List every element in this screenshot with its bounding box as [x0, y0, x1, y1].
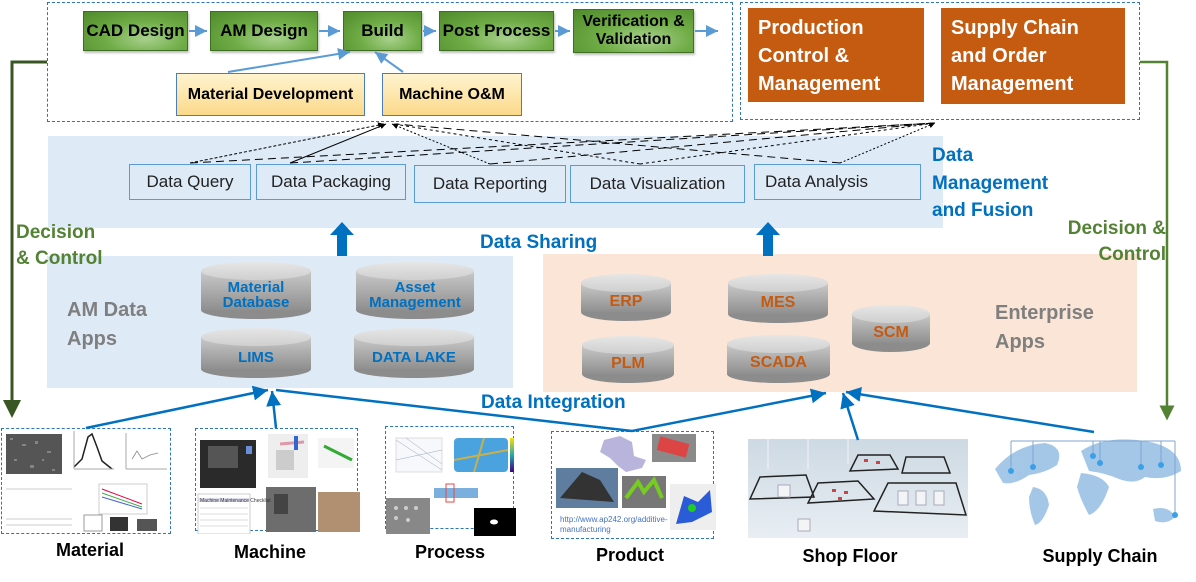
function-label: Data Reporting [432, 174, 548, 193]
step-label: Build [361, 21, 404, 41]
source-label-material: Material [55, 540, 125, 560]
shop-floor-thumbnail [748, 439, 968, 538]
step-label: CAD Design [86, 21, 185, 41]
step-verification-validation[interactable]: Verification & Validation [573, 9, 694, 53]
step-cad-design[interactable]: CAD Design [83, 11, 188, 51]
step-label: Verification & Validation [582, 12, 685, 48]
db-label: Asset Management [369, 278, 461, 311]
supply-chain-order-management[interactable]: Supply Chain and Order Management [941, 8, 1125, 104]
curve-plot [73, 432, 113, 470]
input-label: Material Development [187, 85, 354, 103]
sys-mes[interactable]: MES [728, 274, 828, 323]
db-lims[interactable]: LIMS [201, 328, 311, 378]
step-post-process[interactable]: Post Process [439, 11, 554, 51]
source-label-supply-chain: Supply Chain [1042, 546, 1158, 566]
melt-pool-image [386, 498, 430, 534]
data-query-box[interactable]: Data Query [129, 164, 251, 200]
db-data-lake[interactable]: DATA LAKE [354, 328, 474, 378]
data-visualization-box[interactable]: Data Visualization [570, 165, 745, 203]
data-sharing-label: Data Sharing [480, 232, 598, 253]
step-label: AM Design [220, 21, 308, 41]
source-label-product: Product [595, 545, 664, 565]
product-url-caption[interactable]: http://www.ap242.org/additive-manufactur… [560, 515, 668, 534]
am-data-apps-title: AM Data Apps [67, 299, 148, 350]
world-map [995, 439, 1181, 525]
source-label-machine: Machine [233, 542, 307, 562]
management-label: Supply Chain and Order Management [951, 17, 1079, 95]
process-thumbnail [386, 437, 516, 536]
function-label: Data Visualization [589, 174, 726, 193]
input-label: Machine O&M [399, 85, 505, 103]
db-label: Material Database [222, 278, 290, 311]
data-reporting-box[interactable]: Data Reporting [414, 165, 566, 203]
db-asset-management[interactable]: Asset Management [356, 262, 474, 319]
management-container [740, 2, 1140, 120]
data-packaging-box[interactable]: Data Packaging [256, 164, 406, 200]
machine-thumbnail [197, 434, 360, 534]
data-analysis-box[interactable]: Data Analysis [754, 164, 921, 200]
step-am-design[interactable]: AM Design [210, 11, 318, 51]
db-label: DATA LAKE [372, 348, 456, 366]
input-machine-om[interactable]: Machine O&M [382, 73, 522, 116]
part-model [600, 436, 646, 472]
sys-label: MES [760, 293, 796, 311]
db-label: LIMS [238, 348, 274, 366]
step-label: Post Process [442, 21, 551, 41]
input-material-development[interactable]: Material Development [176, 73, 365, 116]
product-thumbnail [556, 434, 716, 530]
supply-chain-thumbnail [995, 439, 1181, 525]
data-management-title: Data Management and Fusion [932, 145, 1049, 222]
step-build[interactable]: Build [343, 11, 422, 51]
material-thumbnail [6, 431, 167, 532]
function-label: Data Packaging [270, 172, 392, 191]
machine-checklist-caption: Machine Maintenance Checklist [200, 498, 271, 504]
db-material-database[interactable]: Material Database [201, 262, 311, 319]
source-label-shop-floor: Shop Floor [802, 546, 898, 566]
sys-plm[interactable]: PLM [582, 336, 674, 383]
sys-label: ERP [609, 292, 643, 310]
sys-label: SCADA [750, 354, 807, 371]
function-label: Data Analysis [765, 172, 868, 191]
source-label-process: Process [414, 542, 486, 562]
enterprise-apps-title: Enterprise Apps [995, 302, 1094, 353]
sys-label: SCM [873, 323, 909, 341]
management-label: Production Control & Management [758, 17, 881, 95]
data-integration-label: Data Integration [481, 392, 626, 413]
decision-control-right: Decision & Control [1067, 218, 1166, 265]
micrograph-image [6, 434, 62, 479]
sys-label: PLM [611, 354, 645, 372]
decision-control-left: Decision & Control [16, 222, 103, 269]
signal-plot [434, 488, 478, 498]
production-control-management[interactable]: Production Control & Management [748, 8, 924, 102]
sys-scm[interactable]: SCM [852, 305, 930, 352]
function-label: Data Query [146, 172, 234, 191]
sys-scada[interactable]: SCADA [727, 335, 830, 383]
process-chain-container [47, 2, 733, 122]
sys-erp[interactable]: ERP [581, 274, 671, 321]
